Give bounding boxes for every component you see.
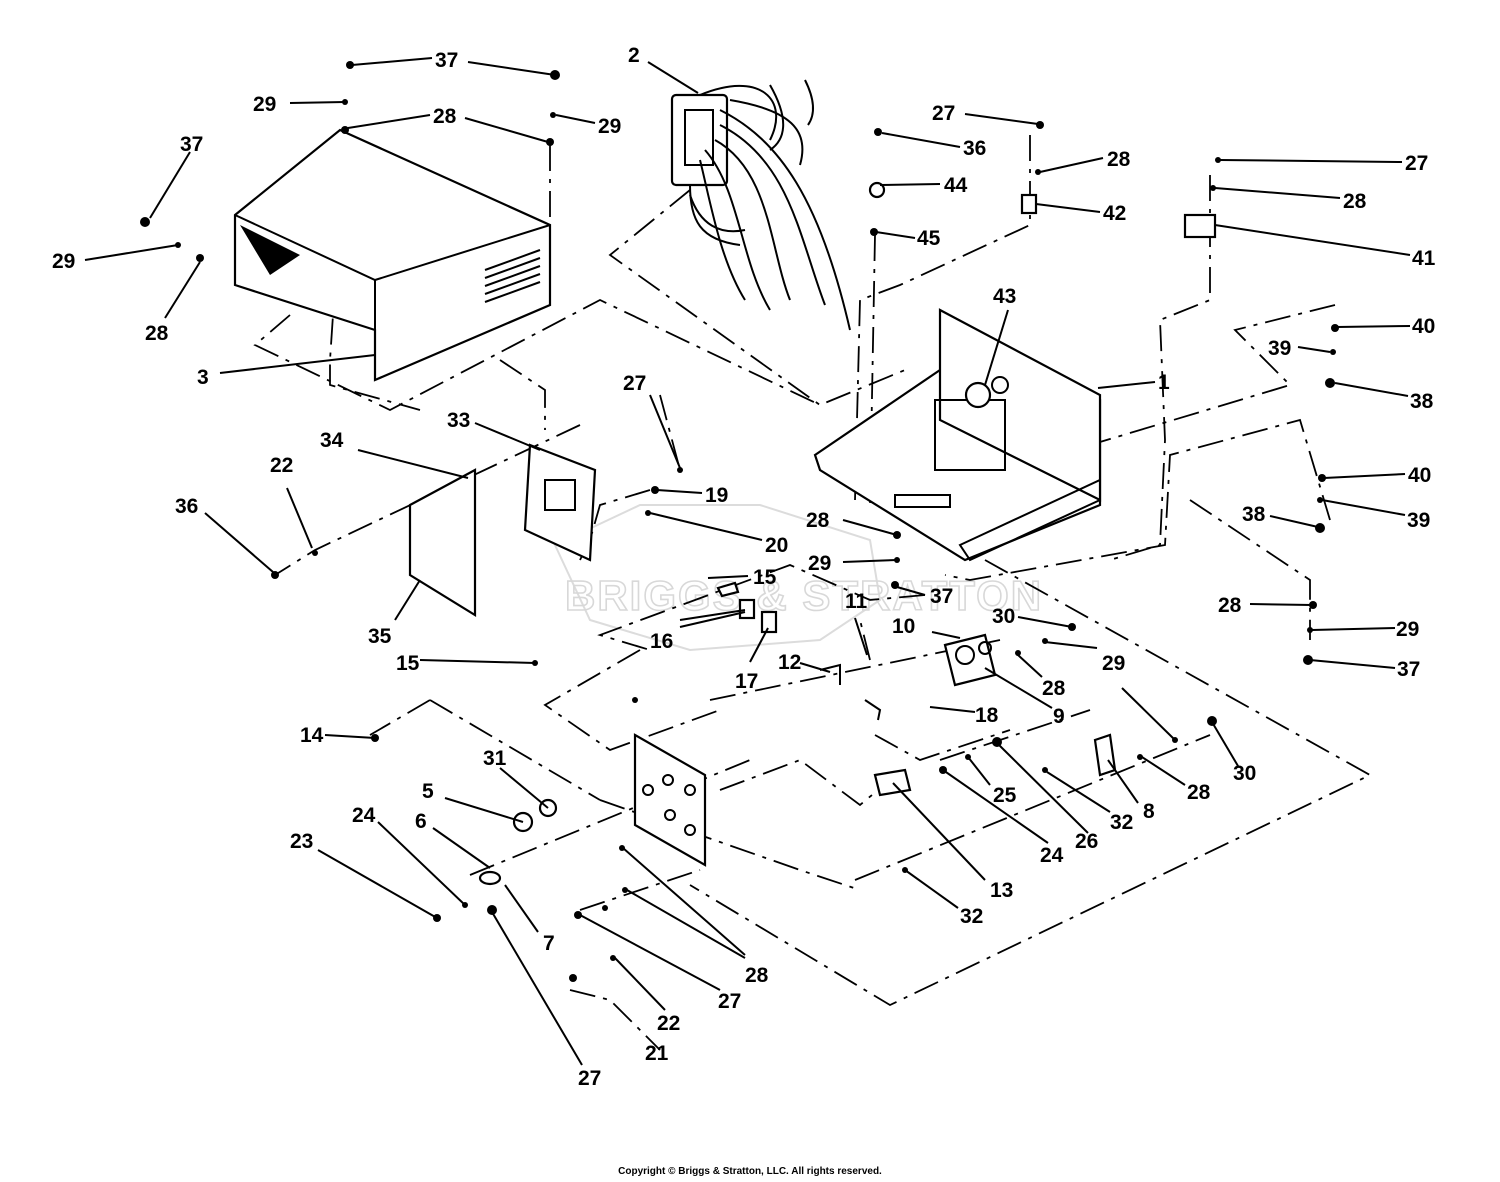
top-cover-part-3 [233, 128, 552, 382]
watermark-text: BRIGGS & STRATTON [565, 572, 1043, 619]
callout-41: 41 [1412, 247, 1436, 270]
callout-28-side: 28 [1218, 594, 1242, 617]
callout-labels: 1 2 3 5 6 7 8 9 10 11 12 13 14 15 15 16 … [52, 44, 1436, 1090]
callout-25: 25 [993, 784, 1017, 807]
callout-28-cover: 28 [433, 105, 457, 128]
panel-plate-part-35 [408, 468, 477, 617]
small-parts [478, 181, 1217, 886]
knob-part-43 [964, 376, 1009, 409]
callout-21: 21 [645, 1042, 669, 1065]
callout-27-lowest: 27 [578, 1067, 601, 1090]
hardware-fasteners [140, 61, 1339, 982]
callout-14: 14 [300, 724, 324, 747]
callout-6: 6 [415, 810, 427, 833]
callout-33: 33 [447, 409, 470, 432]
callout-27-top: 27 [932, 102, 955, 125]
callout-29-tray: 29 [808, 552, 831, 575]
callout-28-lower-right: 28 [1187, 781, 1211, 804]
callout-9: 9 [1053, 705, 1065, 728]
callout-24-right: 24 [1040, 844, 1064, 867]
callout-28-bottom: 28 [745, 964, 769, 987]
callout-12: 12 [778, 651, 801, 674]
callout-18: 18 [975, 704, 999, 727]
callout-45: 45 [917, 227, 941, 250]
callout-17: 17 [735, 670, 758, 693]
leader-lines [84, 57, 1411, 1066]
callout-38-upper: 38 [1410, 390, 1434, 413]
copyright-footer: Copyright © Briggs & Stratton, LLC. All … [618, 1166, 882, 1177]
callout-37-side: 37 [1397, 658, 1420, 681]
callout-26: 26 [1075, 830, 1098, 853]
front-control-panel [633, 733, 707, 867]
callout-35: 35 [368, 625, 392, 648]
callout-36-left: 36 [175, 495, 198, 518]
callout-15-upper: 15 [753, 566, 777, 589]
callout-15-lower: 15 [396, 652, 420, 675]
callout-37-tray: 37 [930, 585, 953, 608]
callout-5: 5 [422, 780, 434, 803]
control-box-tray-part-1 [813, 308, 1102, 562]
callout-19: 19 [705, 484, 728, 507]
callout-32-bottom: 32 [960, 905, 983, 928]
callout-30-lower: 30 [1233, 762, 1256, 785]
callout-11: 11 [845, 590, 868, 613]
callout-28-right: 28 [1343, 190, 1367, 213]
callout-20: 20 [765, 534, 788, 557]
bracket-part-33 [523, 443, 597, 562]
cover-vent-grille [484, 249, 541, 303]
callout-29-top: 29 [598, 115, 621, 138]
callout-3: 3 [197, 366, 209, 389]
callout-16: 16 [650, 630, 673, 653]
callout-1: 1 [1158, 371, 1170, 394]
callout-10: 10 [892, 615, 915, 638]
callout-37-top: 37 [435, 49, 458, 72]
callout-39-lower: 39 [1407, 509, 1430, 532]
callout-24-left: 24 [352, 804, 376, 827]
callout-38-lower: 38 [1242, 503, 1266, 526]
callout-27-right: 27 [1405, 152, 1428, 175]
callout-27-mid: 27 [623, 372, 646, 395]
callout-40-lower: 40 [1408, 464, 1431, 487]
callout-28-switch: 28 [1042, 677, 1066, 700]
callout-42: 42 [1103, 202, 1126, 225]
switch-assembly-part-9 [943, 633, 997, 687]
callout-23: 23 [290, 830, 313, 853]
callout-40-upper: 40 [1412, 315, 1435, 338]
callout-30-upper: 30 [992, 605, 1015, 628]
callout-28-top: 28 [1107, 148, 1131, 171]
callout-31: 31 [483, 747, 507, 770]
callout-7: 7 [543, 932, 555, 955]
callout-39-upper: 39 [1268, 337, 1291, 360]
callout-34: 34 [320, 429, 344, 452]
callout-29-side: 29 [1396, 618, 1419, 641]
callout-13: 13 [990, 879, 1013, 902]
briggs-stratton-watermark: BRIGGS & STRATTON [553, 504, 1043, 652]
wiring-harness-part-2 [670, 79, 851, 331]
callout-37-left: 37 [180, 133, 203, 156]
callout-29-top-left: 29 [253, 93, 276, 116]
callout-32-right: 32 [1110, 811, 1133, 834]
callout-29-left: 29 [52, 250, 75, 273]
callout-28-tray: 28 [806, 509, 830, 532]
callout-36-top: 36 [963, 137, 986, 160]
callout-22-upper: 22 [270, 454, 293, 477]
callout-44: 44 [944, 174, 968, 197]
callout-43: 43 [993, 285, 1016, 308]
callout-22-lower: 22 [657, 1012, 680, 1035]
callout-27-bottom: 27 [718, 990, 741, 1013]
callout-2: 2 [628, 44, 640, 67]
callout-29-switch: 29 [1102, 652, 1125, 675]
callout-28-left: 28 [145, 322, 169, 345]
callout-8: 8 [1143, 800, 1155, 823]
